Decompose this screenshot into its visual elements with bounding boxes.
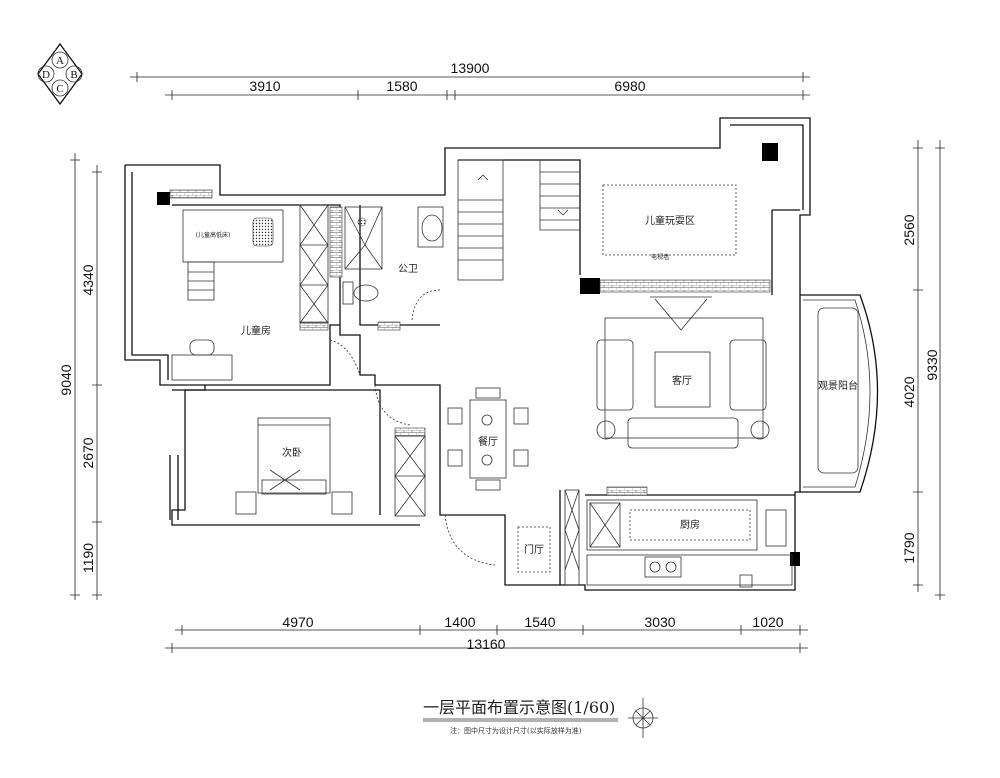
dim-left-3: 1190 <box>80 543 96 573</box>
plan-note: 注：图中尺寸为设计尺寸(以实际放样为准) <box>450 726 582 735</box>
room-label-living: 客厅 <box>672 374 692 387</box>
dim-bottom-3: 1540 <box>524 614 555 630</box>
tv-wall-label: 电视墙 <box>651 253 669 261</box>
dim-top-total: 13900 <box>451 60 490 76</box>
room-label-balcony: 观景阳台 <box>818 379 858 392</box>
dim-top-2: 1580 <box>386 78 417 94</box>
logo-letter-d: D <box>42 69 50 81</box>
dimension-lines <box>70 72 945 653</box>
dim-top-3: 6980 <box>614 78 645 94</box>
room-label-second-bedroom: 次卧 <box>282 446 302 459</box>
dim-right-1: 2560 <box>901 214 917 245</box>
foyer-mat <box>517 526 551 573</box>
walls <box>124 117 879 591</box>
dim-left-1: 4340 <box>80 264 96 295</box>
direction-logo: A B C D <box>37 42 83 106</box>
door-swing <box>374 384 411 426</box>
dim-bottom-1: 4970 <box>282 614 313 630</box>
room-label-kids-play: 儿童玩耍区 <box>645 214 695 227</box>
kids-bed-label: (儿童高低床) <box>196 231 231 239</box>
brick-walls <box>169 189 771 496</box>
dim-bottom-5: 1020 <box>752 614 783 630</box>
dim-bottom-4: 3030 <box>644 614 675 630</box>
dim-bottom-total: 13160 <box>467 636 506 652</box>
dim-top-1: 3910 <box>249 78 280 94</box>
kids-bunk-bed: (儿童高低床) <box>182 209 284 301</box>
wardrobe <box>299 204 329 324</box>
north-compass-icon <box>628 698 658 738</box>
kids-play-area <box>602 184 737 256</box>
room-label-kitchen: 厨房 <box>680 518 700 531</box>
kitchen-fixtures <box>564 489 793 588</box>
columns <box>157 143 800 566</box>
bathroom-fixtures <box>342 206 444 321</box>
logo-letter-a: A <box>56 55 64 67</box>
dim-left-total: 9040 <box>58 364 74 395</box>
room-label-dining: 餐厅 <box>478 435 498 448</box>
room-label-public-bath: 公卫 <box>398 264 418 275</box>
living-room-furniture <box>596 296 770 449</box>
dim-right-total: 9330 <box>924 349 940 380</box>
desk-chair <box>189 339 215 356</box>
dim-bottom-2: 1400 <box>444 614 475 630</box>
desk <box>171 354 233 381</box>
door-swing <box>329 339 361 376</box>
plan-title: 一层平面布置示意图(1/60) <box>423 698 615 717</box>
room-label-kids-room: 儿童房 <box>241 324 271 337</box>
dim-left-2: 2670 <box>80 437 96 468</box>
room-label-foyer: 门厅 <box>524 543 544 556</box>
entry-door-swing <box>444 514 496 566</box>
dim-right-3: 1790 <box>901 532 917 563</box>
logo-letter-c: C <box>56 83 63 95</box>
double-bed <box>235 417 353 515</box>
logo-letter-b: B <box>70 69 77 81</box>
dining-table <box>447 387 529 491</box>
balcony-planter <box>817 307 859 474</box>
second-bedroom-wardrobe <box>394 435 426 517</box>
dim-right-2: 4020 <box>901 376 917 407</box>
staircase <box>457 159 580 281</box>
